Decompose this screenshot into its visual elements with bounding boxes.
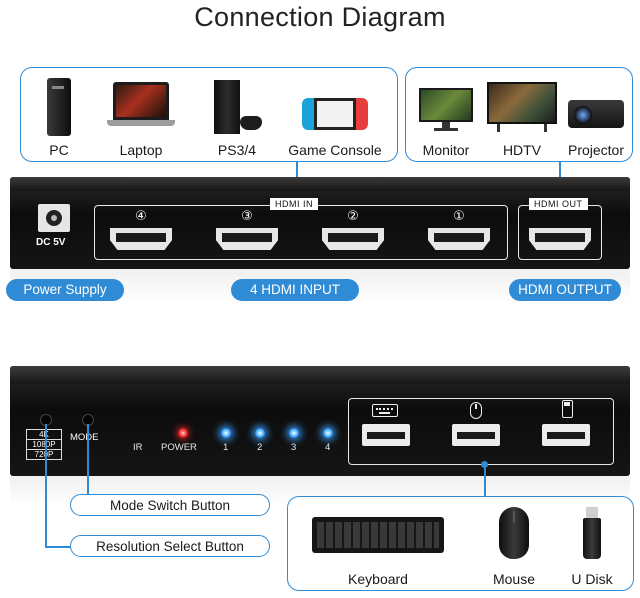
keyboard-icon [312,513,444,557]
monitor-icon [417,78,475,136]
hdmi-input-port-2[interactable] [322,228,384,250]
switch-front-panel: MODE IR POWER 1 2 3 4 [10,366,630,476]
power-supply-callout: Power Supply [6,279,124,301]
switch-rear-panel: DC 5V HDMI IN ④ ③ ② ① HDMI OUT [10,177,630,269]
hdmi-out-tag: HDMI OUT [529,198,588,210]
channel-led-3 [289,428,299,438]
handheld-console-icon [300,78,370,136]
ir-label: IR [133,442,143,453]
hdmi-input-port-4[interactable] [110,228,172,250]
keyboard-port-icon [372,404,398,417]
projector-icon [566,78,626,136]
usb-port-keyboard[interactable] [362,424,410,446]
mode-callout-line [87,424,89,506]
input-number-2: ② [347,208,359,223]
hdmi-in-tag: HDMI IN [270,198,318,210]
hdmi-input-port-3[interactable] [216,228,278,250]
peripheral-keyboard: Keyboard [308,513,448,587]
peripherals-panel: Keyboard Mouse U Disk [287,496,634,591]
usb-port-udisk[interactable] [542,424,590,446]
usb-drive-icon [583,507,601,559]
channel-label-1: 1 [223,442,229,453]
channel-label-4: 4 [325,442,331,453]
display-monitor: Monitor [414,78,478,158]
hdmi-input-port-1[interactable] [428,228,490,250]
source-laptop: Laptop [101,78,181,158]
hdmi-output-port[interactable] [529,228,591,250]
pc-tower-icon [47,78,71,136]
power-label: POWER [161,442,197,453]
input-number-4: ④ [135,208,147,223]
dc-power-jack [38,204,70,232]
mode-label: MODE [70,432,99,443]
channel-led-4 [323,428,333,438]
resolution-select-callout: Resolution Select Button [70,535,270,557]
usb-connector-line [484,464,486,497]
source-game-console: Game Console [285,78,385,158]
source-pc: PC [39,78,79,158]
channel-led-2 [255,428,265,438]
resolution-callout-line [45,424,47,547]
input-number-1: ① [453,208,465,223]
source-ps: PS3/4 [209,78,265,158]
channel-led-1 [221,428,231,438]
resolution-callout-horizontal [45,546,71,548]
hdmi-output-callout: HDMI OUTPUT [509,279,621,301]
display-devices-panel: Monitor HDTV Projector [405,67,633,162]
hdmi-input-callout: 4 HDMI INPUT [231,279,359,301]
resolution-labels: 4K 1080P 720P [26,429,62,460]
input-number-3: ③ [241,208,253,223]
channel-label-3: 3 [291,442,297,453]
source-devices-panel: PC Laptop PS3/4 Game Console [20,67,398,162]
peripheral-mouse: Mouse [484,507,544,587]
page-title: Connection Diagram [194,2,446,32]
channel-label-2: 2 [257,442,263,453]
tv-icon [487,78,557,136]
peripheral-udisk: U Disk [560,507,624,587]
usb-drive-port-icon [562,400,573,418]
display-hdtv: HDTV [484,78,560,158]
usb-connector-dot [481,461,488,468]
dc-label: DC 5V [36,237,66,248]
mouse-icon [499,507,529,559]
laptop-icon [105,78,177,136]
power-led [178,428,188,438]
game-console-icon [210,78,264,136]
display-projector: Projector [564,78,628,158]
usb-port-mouse[interactable] [452,424,500,446]
mouse-port-icon [470,402,482,419]
mode-switch-callout: Mode Switch Button [70,494,270,516]
